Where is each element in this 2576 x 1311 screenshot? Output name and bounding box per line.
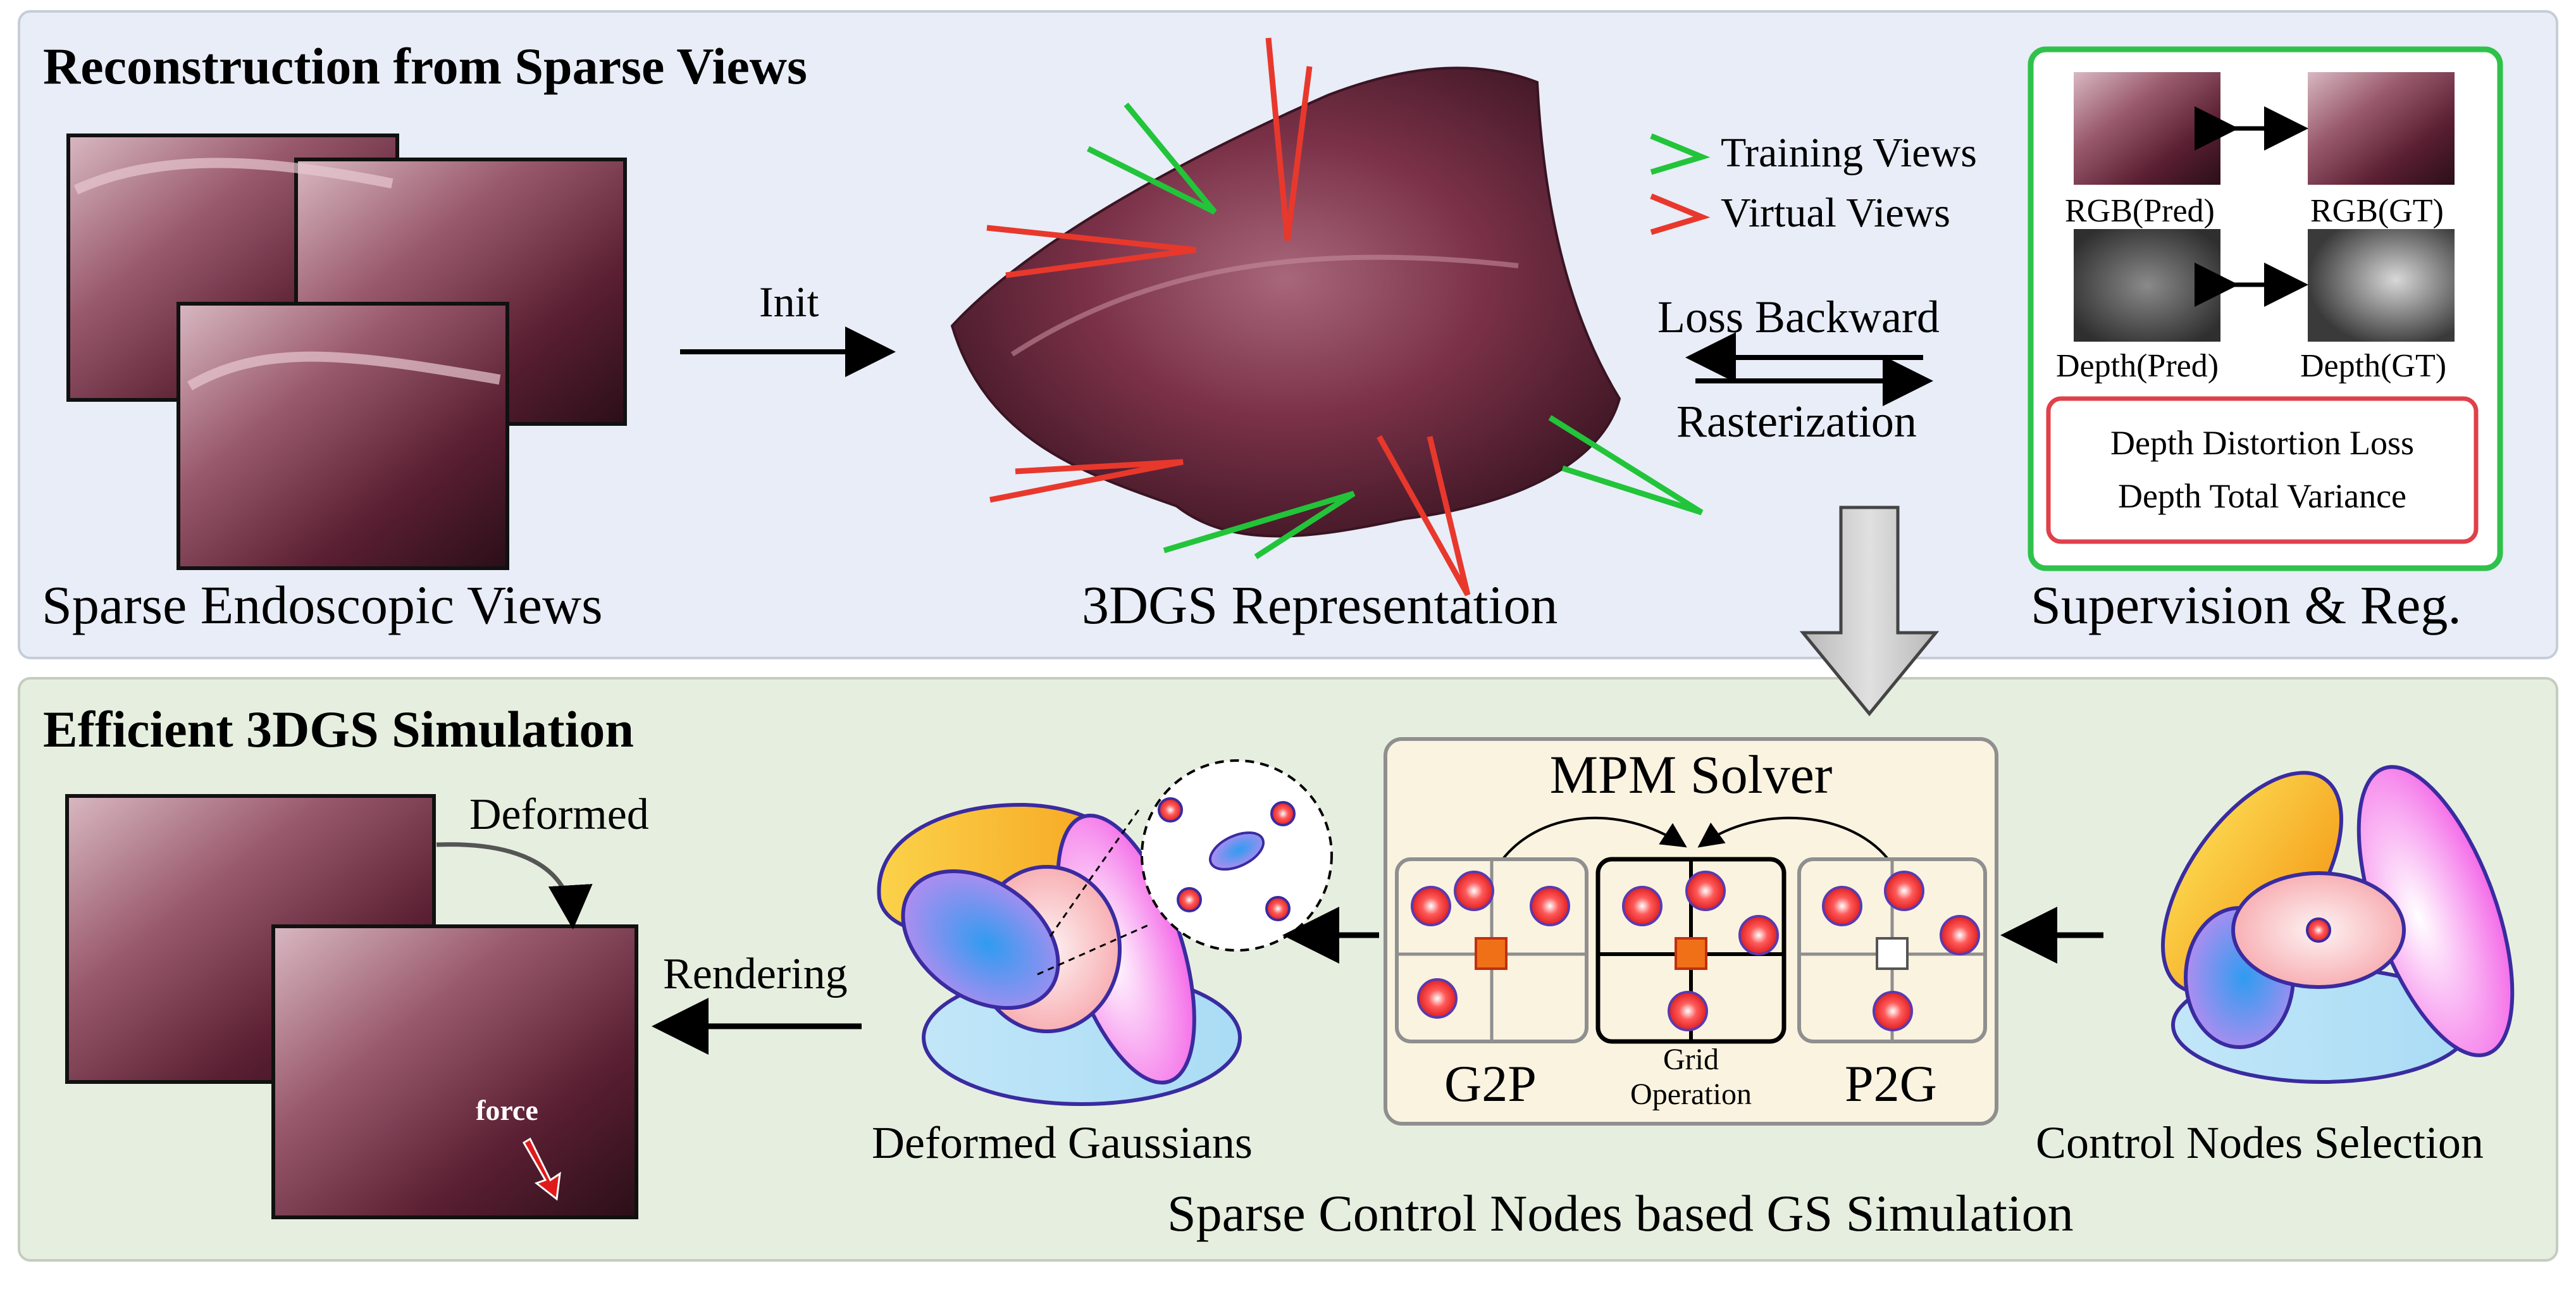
supervision-label: Supervision & Reg. [2031, 575, 2461, 635]
zoom-callout [1037, 759, 1333, 976]
force-arrow [522, 1137, 561, 1201]
sparse-views-label: Sparse Endoscopic Views [42, 575, 603, 635]
mpm-solver-title: MPM Solver [1550, 744, 1833, 805]
depth-pred-label: Depth(Pred) [2056, 348, 2219, 384]
depth-gt-image [2308, 229, 2455, 342]
sparse-views-stack [66, 134, 627, 570]
loss-backward-label: Loss Backward [1657, 292, 1940, 342]
force-label: force [476, 1094, 538, 1126]
depth-gt-label: Depth(GT) [2300, 348, 2446, 384]
legend-virtual-label: Virtual Views [1721, 190, 1950, 236]
reconstruction-title: Reconstruction from Sparse Views [43, 37, 807, 95]
simulation-caption: Sparse Control Nodes based GS Simulation [1167, 1184, 2074, 1242]
depth-total-variance-label: Depth Total Variance [2118, 477, 2406, 515]
rasterization-label: Rasterization [1676, 396, 1917, 447]
control-nodes-label: Control Nodes Selection [2036, 1117, 2484, 1168]
rgb-gt-image [2308, 72, 2455, 185]
deformed-render-image [271, 924, 638, 1219]
grid-operation-label-2: Operation [1630, 1078, 1752, 1111]
regularization-box [2046, 396, 2479, 544]
deformed-label: Deformed [469, 790, 649, 839]
training-view-cameras [1086, 103, 1704, 559]
init-label: Init [759, 278, 819, 326]
rgb-pred-label: RGB(Pred) [2065, 193, 2215, 229]
control-nodes [2161, 765, 2515, 1084]
legend: Training Views Virtual Views [1650, 130, 1977, 236]
depth-distortion-loss-label: Depth Distortion Loss [2110, 424, 2414, 462]
grid-operation-cell [1595, 857, 1786, 1044]
rendering-label: Rendering [663, 950, 848, 998]
simulation-title: Efficient 3DGS Simulation [43, 700, 634, 758]
depth-pred-image [2074, 229, 2220, 342]
legend-training-label: Training Views [1721, 130, 1977, 176]
p2g-label: P2G [1845, 1055, 1937, 1112]
virtual-view-cameras [986, 37, 1471, 597]
g2p-cell [1395, 857, 1588, 1043]
tissue-representation [950, 66, 1621, 538]
grid-operation-label-1: Grid [1663, 1043, 1719, 1076]
deformed-arrow [436, 842, 593, 929]
deformed-gaussians [877, 802, 1242, 1106]
representation-label: 3DGS Representation [1082, 575, 1557, 635]
deformed-gaussians-label: Deformed Gaussians [872, 1117, 1253, 1168]
p2g-cell [1797, 857, 1987, 1043]
rgb-pred-image [2074, 72, 2220, 185]
g2p-label: G2P [1444, 1055, 1537, 1112]
rgb-gt-label: RGB(GT) [2310, 193, 2444, 229]
pipeline-down-arrow [1799, 506, 1940, 716]
